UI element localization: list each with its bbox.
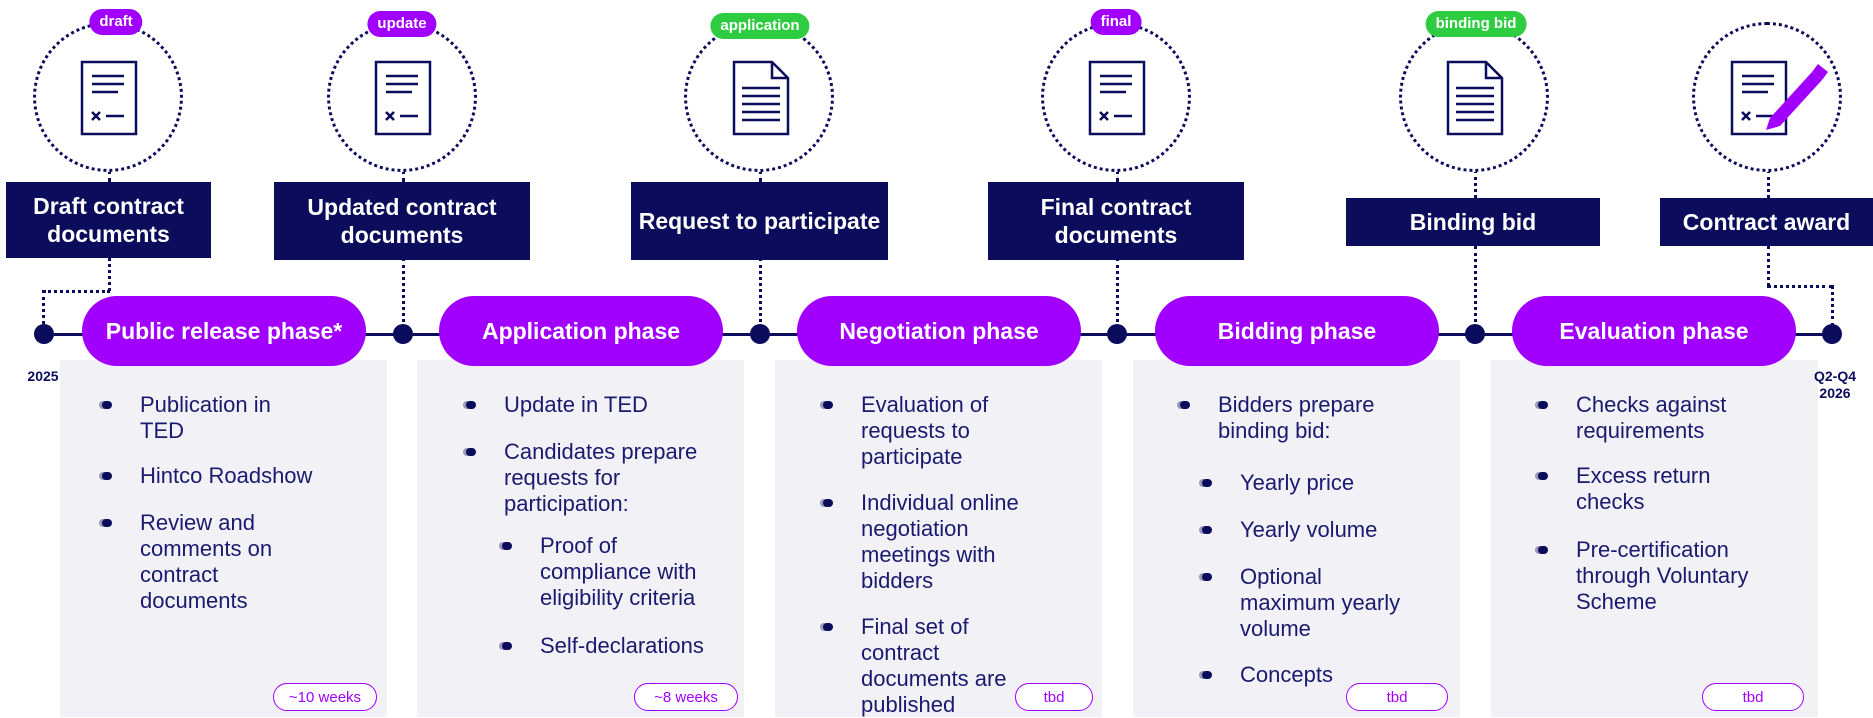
phase-title-public-release: Public release phase* bbox=[82, 296, 366, 366]
milestone-label-update: Updated contract documents bbox=[274, 182, 530, 260]
connector-binding-bid-upper bbox=[1474, 170, 1477, 198]
connector-circle-1 bbox=[108, 170, 111, 182]
duration-badge: ~10 weeks bbox=[273, 683, 377, 711]
timeline-end-label: Q2-Q4 2026 bbox=[1813, 368, 1856, 401]
phase-bullet: Final set of contract documents are publ… bbox=[823, 614, 1031, 718]
phase-panel-bidding bbox=[1133, 360, 1460, 717]
connector-contract-award-lower bbox=[1767, 246, 1770, 286]
connector-contract-award-horizontal bbox=[1767, 285, 1833, 288]
connector-draft-vertical bbox=[108, 258, 111, 291]
phase-sub-bullet: Optional maximum yearly volume bbox=[1202, 564, 1420, 642]
phase-sub-bullet: Concepts bbox=[1202, 662, 1360, 688]
milestone-tag-final: final bbox=[1090, 9, 1142, 35]
timeline-dot-end bbox=[1822, 324, 1842, 344]
phase-bullet: Publication in TED bbox=[102, 392, 310, 444]
phase-title-negotiation: Negotiation phase bbox=[797, 296, 1081, 366]
connector-draft-drop bbox=[42, 290, 45, 330]
contract-document-icon bbox=[80, 60, 138, 136]
phase-panel-application bbox=[417, 360, 744, 717]
text-document-icon bbox=[732, 60, 790, 136]
connector-draft-horizontal bbox=[43, 290, 110, 293]
timeline-dot-2 bbox=[750, 324, 770, 344]
duration-badge: tbd bbox=[1015, 683, 1093, 711]
phase-bullet: Candidates prepare requests for particip… bbox=[466, 439, 704, 517]
timeline-start-label: 2025 bbox=[27, 368, 59, 384]
phase-sub-bullet: Yearly volume bbox=[1202, 517, 1420, 543]
milestone-tag-draft: draft bbox=[89, 9, 143, 35]
milestone-circle-draft bbox=[33, 22, 183, 172]
duration-badge: tbd bbox=[1346, 683, 1448, 711]
milestone-label-binding-bid: Binding bid bbox=[1346, 198, 1600, 246]
connector-update bbox=[402, 258, 405, 328]
connector-final bbox=[1116, 258, 1119, 328]
phase-bullet: Bidders prepare binding bid: bbox=[1180, 392, 1418, 444]
phase-bullet: Individual online negotiation meetings w… bbox=[823, 490, 1041, 594]
connector-contract-award-drop bbox=[1831, 285, 1834, 327]
phase-panel-public-release bbox=[60, 360, 387, 717]
timeline-dot-1 bbox=[393, 324, 413, 344]
milestone-tag-binding-bid: binding bid bbox=[1425, 11, 1527, 37]
phase-bullet: Evaluation of requests to participate bbox=[823, 392, 1011, 470]
contract-document-icon bbox=[374, 60, 432, 136]
milestone-tag-update: update bbox=[367, 11, 437, 37]
connector-circle-2 bbox=[402, 170, 405, 182]
timeline-dot-3 bbox=[1107, 324, 1127, 344]
phase-bullet: Checks against requirements bbox=[1538, 392, 1776, 444]
connector-contract-award-upper bbox=[1767, 170, 1770, 198]
connector-circle-4 bbox=[1116, 170, 1119, 182]
phase-panel-negotiation bbox=[775, 360, 1102, 717]
connector-binding-bid-lower bbox=[1474, 246, 1477, 328]
phase-sub-bullet: Proof of compliance with eligibility cri… bbox=[502, 533, 720, 611]
milestone-circle-update bbox=[327, 22, 477, 172]
phase-bullet: Review and comments on contract document… bbox=[102, 510, 300, 614]
phase-sub-bullet: Self-declarations bbox=[502, 633, 740, 659]
milestone-label-contract-award: Contract award bbox=[1660, 198, 1873, 246]
milestone-tag-application: application bbox=[710, 13, 810, 39]
signing-pen-icon bbox=[1730, 60, 1828, 136]
text-document-icon bbox=[1446, 60, 1504, 136]
phase-bullet: Update in TED bbox=[466, 392, 704, 418]
milestone-circle-contract-award bbox=[1692, 22, 1842, 172]
phase-panel-evaluation bbox=[1491, 360, 1818, 717]
milestone-label-draft: Draft contract documents bbox=[6, 182, 211, 258]
contract-document-icon bbox=[1088, 60, 1146, 136]
milestone-label-final: Final contract documents bbox=[988, 182, 1244, 260]
duration-badge: tbd bbox=[1702, 683, 1804, 711]
phase-title-bidding: Bidding phase bbox=[1155, 296, 1439, 366]
phase-bullet: Hintco Roadshow bbox=[102, 463, 340, 489]
phase-title-application: Application phase bbox=[439, 296, 723, 366]
timeline-dot-4 bbox=[1465, 324, 1485, 344]
duration-badge: ~8 weeks bbox=[634, 683, 738, 711]
connector-application bbox=[759, 258, 762, 328]
phase-bullet: Pre-certification through Voluntary Sche… bbox=[1538, 537, 1776, 615]
milestone-label-application: Request to participate bbox=[631, 182, 888, 260]
connector-circle-3 bbox=[759, 170, 762, 182]
phase-sub-bullet: Yearly price bbox=[1202, 470, 1420, 496]
timeline-dot-start bbox=[34, 324, 54, 344]
phase-title-evaluation: Evaluation phase bbox=[1512, 296, 1796, 366]
phase-bullet: Excess return checks bbox=[1538, 463, 1756, 515]
